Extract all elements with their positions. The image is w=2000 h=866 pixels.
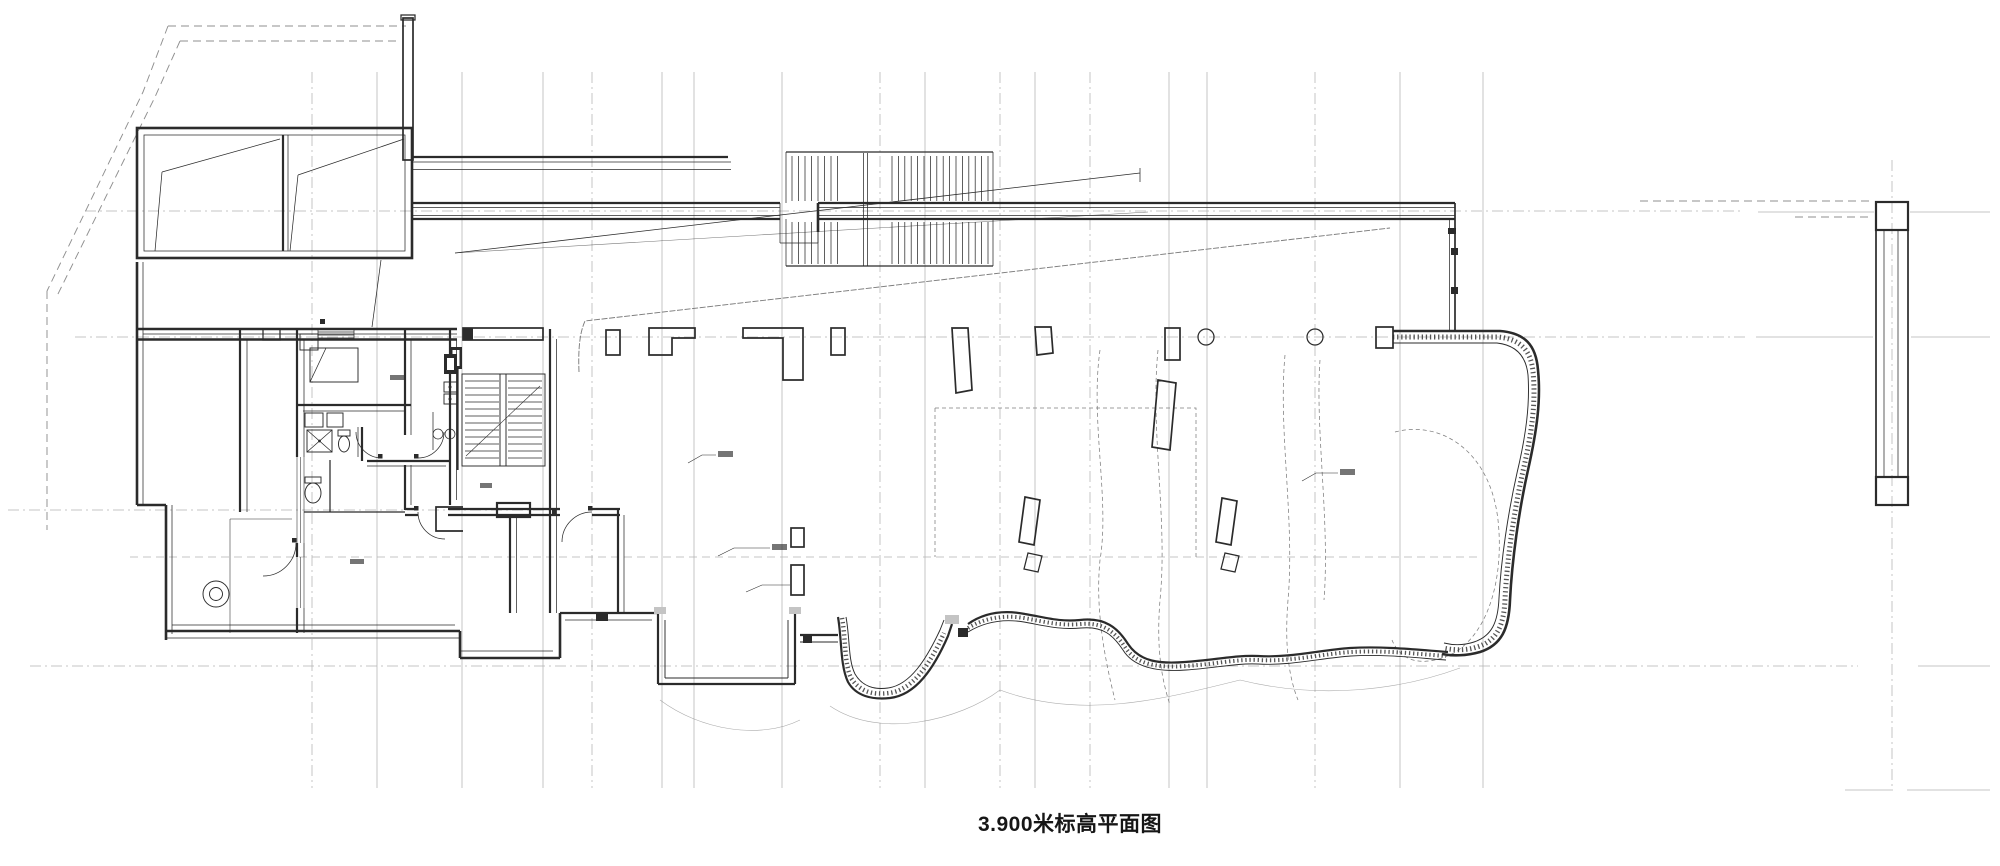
fixtures: [202, 333, 458, 633]
ramp-edge-line: [578, 227, 1391, 373]
grid-lines: [8, 72, 1990, 791]
top-wall-fin: [400, 14, 416, 161]
pier-row: [137, 319, 1394, 596]
interior-partitions: [238, 329, 625, 633]
site-boundary: [46, 25, 1872, 530]
left-wing-walls: [135, 262, 562, 660]
interior-stair: [456, 368, 546, 470]
construction-lines: [659, 349, 1500, 731]
right-curved-wall: [1393, 329, 1541, 657]
upper-left-block: [135, 126, 414, 328]
bridge-corridor: [412, 155, 1458, 332]
micro-annotations: [350, 375, 1355, 593]
right-pylon: [1874, 200, 1910, 507]
door-swings: [262, 431, 593, 577]
top-stair: [785, 151, 994, 267]
drawing-title: 3.900米标高平面图: [977, 813, 1163, 836]
south-bays: [560, 607, 1449, 700]
